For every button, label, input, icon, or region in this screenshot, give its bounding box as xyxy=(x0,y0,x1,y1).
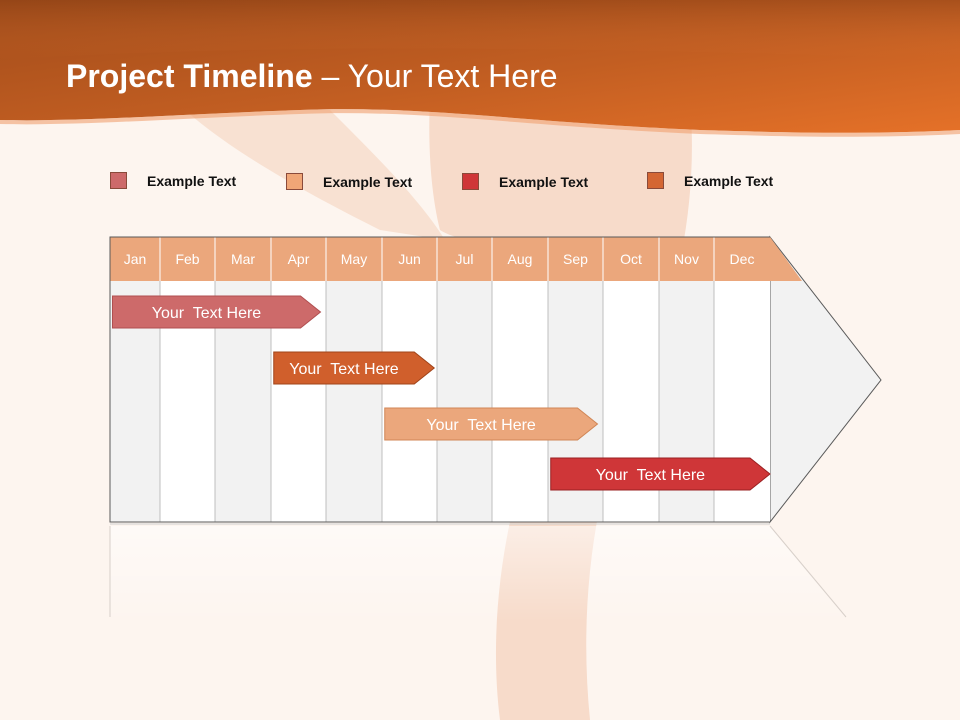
month-label-jun: Jun xyxy=(398,251,421,267)
timeline-reflection xyxy=(110,526,851,622)
task-bar-label-1: Your Text Here xyxy=(152,305,262,322)
month-column-aug xyxy=(492,281,548,522)
month-label-jul: Jul xyxy=(456,251,474,267)
month-label-may: May xyxy=(341,251,367,267)
task-bar-label-2: Your Text Here xyxy=(289,361,399,378)
month-column-jul xyxy=(437,281,492,522)
task-bar-label-3: Your Text Here xyxy=(426,417,536,434)
task-bar-label-4: Your Text Here xyxy=(596,467,706,484)
month-label-aug: Aug xyxy=(508,251,533,267)
month-label-mar: Mar xyxy=(231,251,255,267)
month-label-jan: Jan xyxy=(124,251,147,267)
month-label-sep: Sep xyxy=(563,251,588,267)
month-label-dec: Dec xyxy=(730,251,755,267)
month-column-may xyxy=(326,281,382,522)
month-label-oct: Oct xyxy=(620,251,642,267)
month-label-nov: Nov xyxy=(674,251,699,267)
month-label-apr: Apr xyxy=(288,251,310,267)
month-label-feb: Feb xyxy=(175,251,199,267)
month-column-jun xyxy=(382,281,437,522)
